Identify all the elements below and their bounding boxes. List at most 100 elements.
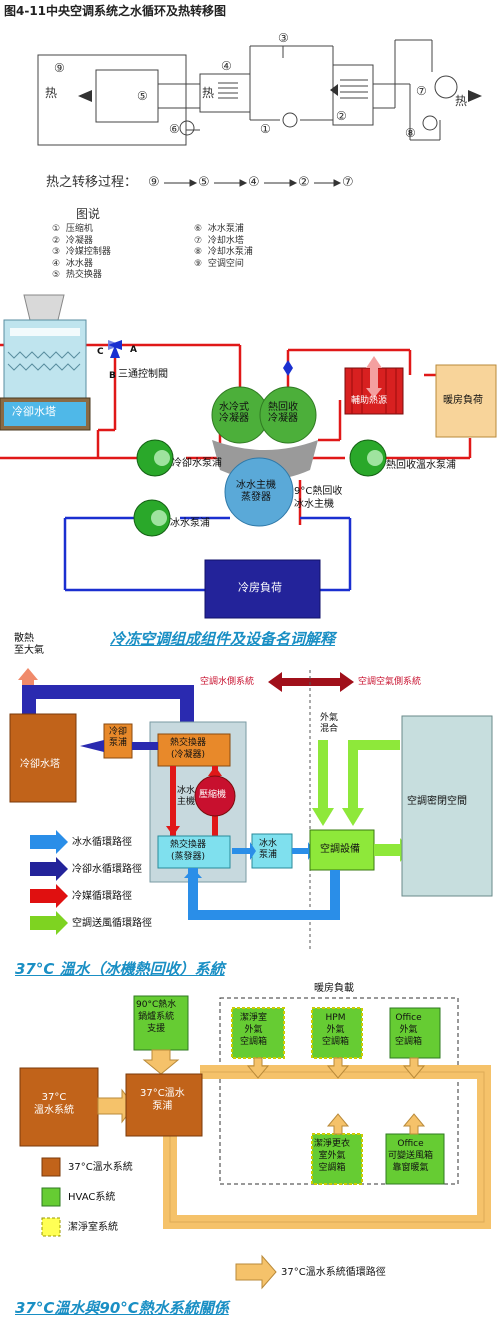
fig3-hx-evap [157,835,231,869]
fig3-compressor-label: 壓縮機 [199,790,227,800]
fig2-cond-water: 水冷式 冷凝器 [219,402,249,424]
fig3-clean-space [401,715,493,897]
fig1-heat-mid: 热 [202,86,214,100]
fig1-num-6: ⑥ [169,122,180,136]
fig1-num-4: ④ [221,59,232,73]
fig4-ahu4-label: 潔淨更衣 室外氣 空調箱 [314,1139,351,1173]
cooling-load [204,559,321,619]
fig4-ahu2 [311,1007,363,1059]
fig5-heading: 37°C溫水與90°C熱水系統關係 [15,1299,229,1317]
fig2-cooling-load: 冷房負荷 [238,581,282,594]
fig4-legend-2: 潔淨室系統 [68,1222,118,1233]
fig1-heat-right: 热 [455,94,467,108]
fig1-legend-right: ⑥ 冰水泵浦 ⑦ 冷却水塔 ⑧ 冷却水泵浦 ⑨ 空调空间 [194,224,253,270]
fig4-ahu5-label: Office 可變送風箱 靠窗暖氣 [388,1139,434,1173]
fig4-pump37 [125,1073,203,1137]
fig1-seq-4: ⑦ [342,175,354,190]
fig2-cw-pump: 冷卻水泵浦 [172,458,222,469]
fig3-ac-unit-label: 空調設備 [320,844,360,855]
fig1-seq-2: ④ [248,175,260,190]
fig3-outside-air: 外氣 混合 [320,713,339,734]
legend-item: ⑥ 冰水泵浦 [194,224,244,234]
fig4-ahu3 [389,1007,441,1059]
fig3-legend-3: 空調送風循環路徑 [72,918,152,929]
fig1-seq-3: ② [298,175,310,190]
fig2-tower-label: 冷卻水塔 [12,405,56,418]
fig3-hx-cond-label: 熱交換器 (冷凝器) [170,738,207,760]
fig2-diagram [0,294,497,619]
fig4-ahu5 [385,1133,445,1185]
fig3-tower [9,713,77,803]
fig1-heat-left: 热 [45,86,57,100]
fig3-ac-unit [309,829,375,871]
fig3-exhaust: 散熱 至大氣 [14,633,44,656]
fig2-heating-load: 暖房負荷 [443,395,483,406]
chiller-evaporator [224,457,294,527]
fig3-legend-1: 冷卻水循環路徑 [72,864,142,875]
fig4-system37-label: 37°C 溫水系統 [34,1092,74,1116]
fig4-legend-0: 37°C溫水系統 [68,1162,133,1173]
fig3-hx-evap-label: 熱交換器 (蒸發器) [170,840,207,862]
fig3-tower-label: 冷卻水塔 [20,759,60,770]
fig1-title: 图4-11中央空调系统之水循环及热转移图 [4,4,227,18]
legend-item: ⑦ 冷却水塔 [194,235,244,246]
fig3-diagram [9,668,493,950]
fig2-chw-pump: 冰水泵浦 [170,518,210,529]
heating-load [435,364,497,438]
legend-item: ③ 冷媒控制器 [52,247,111,257]
legend-item: ① 压缩机 [52,224,93,234]
fig2-aux-heat: 輔助熱源 [351,396,388,406]
fig3-cw-pump-label: 冷卻 泵浦 [109,727,128,748]
fig2-valve-b: B [109,371,116,381]
legend-item: ⑧ 冷却水泵浦 [194,247,253,257]
fig1-seq-0: ⑨ [148,175,160,190]
fig3-chw-pump-label: 冰水 泵浦 [259,839,278,860]
fig2-cond-heat: 熱回收 冷凝器 [268,402,298,424]
fig3-heading: 冷冻空调组成组件及设备名词解释 [110,630,336,648]
fig4-system37 [19,1067,99,1147]
fig1-schematic: ⑨ ⑤ ⑥ ④ ③ ① ② ⑦ ⑧ 热 热 热 [37,31,482,187]
fig1-num-1: ① [260,122,271,136]
fig1-num-2: ② [336,109,347,123]
fig2-valve-a: A [130,345,137,355]
condenser-heat-recovery [259,386,317,444]
fig4-legend-1: HVAC系統 [68,1192,116,1203]
tower-fan-hood [23,294,65,321]
fig1-seq-1: ⑤ [198,175,210,190]
fig4-boiler-label: 90°C熱水 鍋爐系統 支援 [136,1000,177,1034]
fig3-legend-0: 冰水循環路徑 [72,837,132,848]
fig3-clean-space-label: 空調密閉空間 [407,796,467,807]
fig1-num-9: ⑨ [54,61,65,75]
fig3-water-side: 空調水側系統 [200,677,255,687]
fig1-legend-left: ① 压缩机 ② 冷凝器 ③ 冷媒控制器 ④ 冰水器 ⑤ 热交换器 [52,224,111,282]
fig2-valve-label: 三通控制閥 [118,369,168,380]
legend-item: ⑨ 空调空间 [194,258,244,269]
fig3-air-side: 空調空氣側系統 [358,677,422,687]
legend-item: ⑤ 热交换器 [52,270,102,280]
fig1-num-3: ③ [278,31,289,45]
fig2-hr-pump: 熱回收溫水泵浦 [386,460,456,471]
fig3-legend-2: 冷媒循環路徑 [72,891,132,902]
fig4-heading: 37°C 溫水（冰機熱回收）系統 [15,960,225,978]
fig2-temp-label: 9°C熱回收 冰水主機 [294,486,343,510]
fig4-diagram [19,995,491,1290]
legend-item: ④ 冰水器 [52,258,93,269]
fig2-chiller: 冰水主機 蒸發器 [236,480,276,503]
fig1-legend-title: 图说 [76,207,101,221]
fig4-boiler [133,995,189,1051]
fig3-chw-pump [251,833,293,869]
fig1-num-7: ⑦ [416,84,427,98]
fig4-heating-load: 暖房負載 [314,983,354,994]
fig1-transfer-label: 热之转移过程： [46,175,138,190]
fig4-ahu2-label: HPM 外氣 空調箱 [322,1013,350,1047]
fig1-num-5: ⑤ [137,89,148,103]
fig4-ahu1-label: 潔淨室 外氣 空調箱 [240,1013,268,1047]
fig1-num-8: ⑧ [405,126,416,140]
fig2-valve-c: C [97,347,104,357]
fig4-ahu3-label: Office 外氣 空調箱 [395,1013,423,1047]
fig4-pump37-label: 37°C溫水 泵浦 [140,1088,185,1112]
legend-item: ② 冷凝器 [52,235,93,246]
fig3-chiller-label: 冰水 主機 [177,786,196,807]
fig3-compressor [194,775,236,817]
fig4-path-label: 37°C溫水系統循環路徑 [281,1267,386,1278]
